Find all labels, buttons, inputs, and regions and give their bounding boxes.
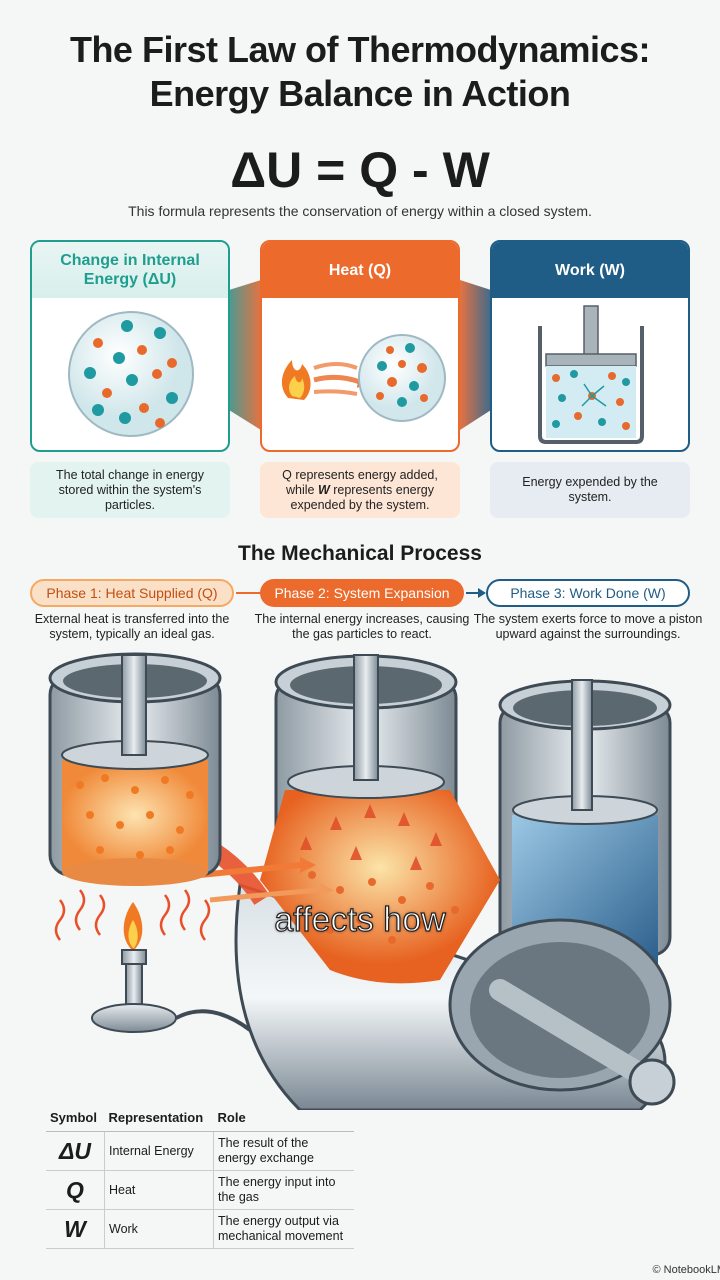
video-subtitle: affects how [274,900,447,939]
table-cell-role: The energy output via mechanical movemen… [213,1209,354,1249]
card-connectors [229,280,491,430]
card-title-heat: Heat (Q) [262,242,458,298]
table-header-symbol: Symbol [46,1106,105,1132]
phase-2-label: Phase 2: System Expansion [260,579,464,607]
symbol-table: Symbol Representation Role ΔU Internal E… [46,1106,354,1249]
piston-illustration [538,305,644,444]
table-cell-symbol: Q [46,1170,105,1210]
table-cell-role: The result of the energy exchange [213,1131,354,1171]
table-cell-role: The energy input into the gas [213,1170,354,1210]
phase-3-description: The system exerts force to move a piston… [473,612,703,641]
credit-watermark: © NotebookLM [652,1264,720,1276]
table-row: ΔU Internal Energy The result of the ene… [46,1131,354,1171]
table-cell-symbol: W [46,1209,105,1249]
card-heat: Heat (Q) [260,240,460,452]
phase-3-label: Phase 3: Work Done (W) [486,579,690,607]
card-internal-energy: Change in Internal Energy (ΔU) [30,240,230,452]
phase-1-label: Phase 1: Heat Supplied (Q) [30,579,234,607]
card-title-work: Work (W) [492,242,688,298]
note-work: Energy expended by the system. [490,462,690,518]
note-internal-energy: The total change in energy stored within… [30,462,230,518]
particle-sphere-illustration [68,311,194,437]
phase-2-description: The internal energy increases, causing t… [254,612,470,641]
title-line-1: The First Law of Thermodynamics: [69,29,651,70]
table-row: Q Heat The energy input into the gas [46,1170,354,1210]
table-header-representation: Representation [104,1106,214,1132]
card-work: Work (W) [490,240,690,452]
mechanical-process-illustration [48,652,676,1110]
table-header-role: Role [213,1106,354,1132]
phase-1-description: External heat is transferred into the sy… [34,612,230,641]
card-title-internal-energy: Change in Internal Energy (ΔU) [32,242,228,298]
note-heat: Q represents energy added, while W repre… [260,462,460,518]
title-line-2: Energy Balance in Action [149,73,571,114]
table-cell-representation: Work [104,1209,214,1249]
section-title-mechanical-process: The Mechanical Process [238,542,482,565]
table-row: W Work The energy output via mechanical … [46,1209,354,1249]
page-title: The First Law of Thermodynamics: Energy … [0,28,720,116]
heat-transfer-illustration [281,334,446,422]
table-cell-representation: Internal Energy [104,1131,214,1171]
table-cell-representation: Heat [104,1170,214,1210]
formula-caption: This formula represents the conservation… [128,203,592,219]
formula: ΔU = Q - W [230,142,490,198]
table-cell-symbol: ΔU [46,1131,105,1171]
